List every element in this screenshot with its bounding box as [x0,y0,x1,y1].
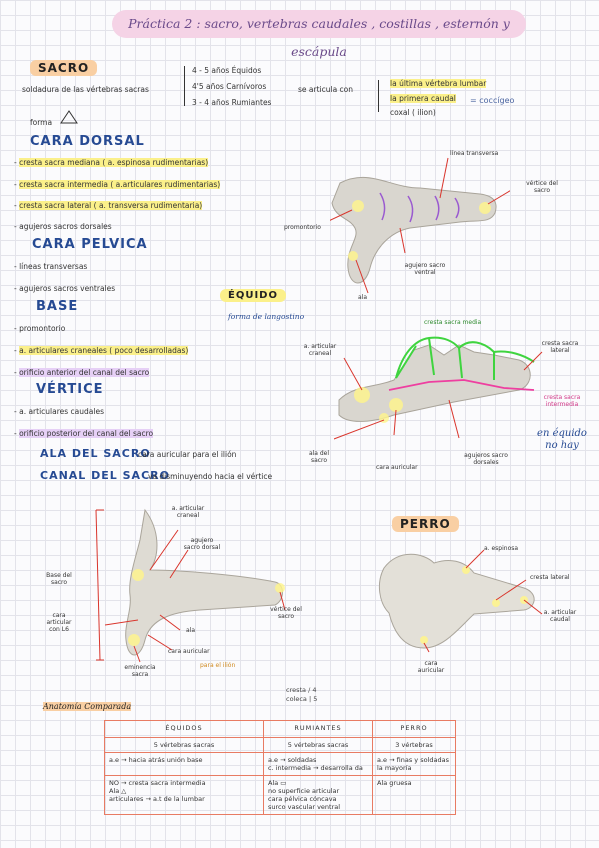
cell-r3-c3: Ala gruesa [372,775,456,815]
equido-tag: ÉQUIDO [220,289,286,302]
forma-text: forma [30,118,53,127]
label-eminencia: eminencia sacra [124,664,156,678]
label-ala-rumiante: ala [186,627,196,634]
cd-item-1-text: cresta sacra mediana ( a. espinosa rudim… [19,158,209,167]
vertice-item-1-text: a. articulares caudales [19,407,104,416]
label-a-espinosa: a. espinosa [484,545,519,552]
articula-coxal: coxal ( ilion) [390,108,436,117]
label-cresta-mediana: cresta sacra media [424,319,482,326]
cp-item-1-text: líneas transversas [19,262,88,271]
cd-item-4-text: agujeros sacros dorsales [19,222,112,231]
cd-item-1: - cresta sacra mediana ( a. espinosa rud… [14,158,209,167]
label-cresta-intermedia: cresta sacra intermedia [543,394,581,408]
cell-r1-c1: 5 vértebras sacras [104,737,264,753]
vertice-item-2-text: orificio posterior del canal del sacro [19,429,154,438]
cell-r1-c3: 3 vértebras [372,737,456,753]
cell-r2-c3: a.e → finas y soldadas la mayoría [372,752,456,776]
cara-pelvica-heading: CARA PELVICA [32,237,148,252]
cell-r1-c2: 5 vértebras sacras [263,737,373,753]
cd-item-4: - agujeros sacros dorsales [14,222,112,231]
label-agujero-ventral: agujero sacro ventral [404,262,446,276]
label-a-art-caudal: a. articular caudal [543,609,577,623]
vertice-item-1: - a. articulares caudales [14,407,104,416]
label-vertice-equido: vértice del sacro [526,180,558,194]
table-row: 5 vértebras sacras 5 vértebras sacras 3 … [104,737,456,753]
sacro-heading: SACRO [30,60,98,76]
header-equidos: ÉQUIDOS [104,720,264,738]
equido-note: forma de langostino [228,312,305,321]
anatomia-heading-text: Anatomía Comparada [43,702,132,711]
base-item-3-text: orificio anterior del canal del sacro [19,368,150,377]
label-a-art-craneal-rumiante: a. articular craneal [171,505,205,519]
label-cara-art-l6: cara articular con L6 [46,612,72,633]
label-promontorio: promontorio [284,224,321,231]
label-cara-auricular-rumiante: cara auricular [168,648,210,655]
cd-item-3: - cresta sacra lateral ( a. transversa r… [14,201,203,210]
cd-item-2-text: cresta sacra intermedia ( a.articulares … [19,180,221,189]
perro-tag: PERRO [392,516,459,532]
ala-heading: ALA DEL SACRO [40,447,151,460]
base-item-2-text: a. articulares craneales ( poco desarrol… [19,346,189,355]
anatomia-heading: Anatomía Comparada [38,701,136,712]
count-rumiantes: 3 - 4 años Rumiantes [192,98,272,107]
base-item-2: - a. articulares craneales ( poco desarr… [14,346,189,355]
header-perro: PERRO [372,720,456,738]
canal-heading: CANAL DEL SACRO [40,469,170,482]
vertice-item-2: - orificio posterior del canal del sacro [14,429,154,438]
cp-item-2: - agujeros sacros ventrales [14,284,116,293]
articula-caudal: la primera caudal [390,94,456,103]
cell-r2-c1: a.e → hacia atrás unión base [104,752,264,776]
table-row: NO → cresta sacra intermedia Ala △ artic… [104,775,456,815]
label-cara-auricular-equido: cara auricular [376,464,418,471]
cp-item-1: - líneas transversas [14,262,88,271]
label-ala-sacro-equido: ala del sacro [308,450,330,464]
count-carnivoros: 4'5 años Carnívoros [192,82,267,91]
cd-item-3-text: cresta sacra lateral ( a. transversa rud… [19,201,203,210]
fused-note: cresta / 4 coleca | 5 [286,686,318,703]
count-equidos: 4 - 5 años Équidos [192,66,262,75]
canal-text: va disminuyendo hacia el vértice [148,472,273,481]
ala-text: cara auricular para el ilión [138,450,237,459]
label-vertice-rumiante: vértice del sacro [270,606,302,620]
label-agujero-dorsal-equido: agujeros sacro dorsales [464,452,508,466]
ruminant-sacrum-figure [95,508,286,663]
label-a-art-craneal-equido: a. articular craneal [303,343,337,357]
triangle-icon [60,110,78,124]
equine-sacrum-lateral-figure [334,336,543,440]
header-rumiantes: RUMIANTES [263,720,373,738]
label-linea-transversa: línea transversa [450,150,499,157]
label-en-equido: en équido no hay [537,428,587,451]
articula-text: se articula con [298,85,354,94]
equine-sacrum-dorsal-figure [330,157,510,294]
label-base-rumiante: Base del sacro [46,572,72,586]
page-title: Práctica 2 : sacro, vertebras caudales ,… [112,10,526,59]
comparison-table: ÉQUIDOS RUMIANTES PERRO 5 vértebras sacr… [104,720,456,815]
vertice-heading: VÉRTICE [36,382,104,397]
base-heading: BASE [36,299,79,314]
label-cresta-lateral-equido: cresta sacra lateral [541,340,579,354]
label-cara-auricular-perro: cara auricular [417,660,445,674]
base-item-1-text: promontorio [19,324,66,333]
sacro-description: soldadura de las vértebras sacras [22,85,149,94]
label-ala-dorsal: ala [358,294,368,301]
dog-sacrum-figure [378,549,543,653]
cara-dorsal-heading: CARA DORSAL [30,134,145,149]
base-item-1: - promontorio [14,324,66,333]
cell-r3-c2: Ala ▭ no superficie articular cara pélvi… [263,775,373,815]
cp-item-2-text: agujeros sacros ventrales [19,284,116,293]
counts-brace [184,66,185,106]
label-agujero-dorsal-rumiante: agujero sacro dorsal [183,537,221,551]
cell-r2-c2: a.e → soldadas c. intermedia → desarroll… [263,752,373,776]
table-row: a.e → hacia atrás unión base a.e → solda… [104,752,456,776]
label-solo-ilion: para el ilión [200,662,236,669]
base-item-3: - orificio anterior del canal del sacro [14,368,150,377]
coccigeo-note: = coccígeo [470,96,515,105]
cd-item-2: - cresta sacra intermedia ( a.articulare… [14,180,221,189]
articula-brace [378,80,379,112]
articula-lumbar: la última vértebra lumbar [390,79,487,88]
label-cresta-lateral-perro: cresta lateral [530,574,570,581]
cell-r3-c1: NO → cresta sacra intermedia Ala △ artic… [104,775,264,815]
